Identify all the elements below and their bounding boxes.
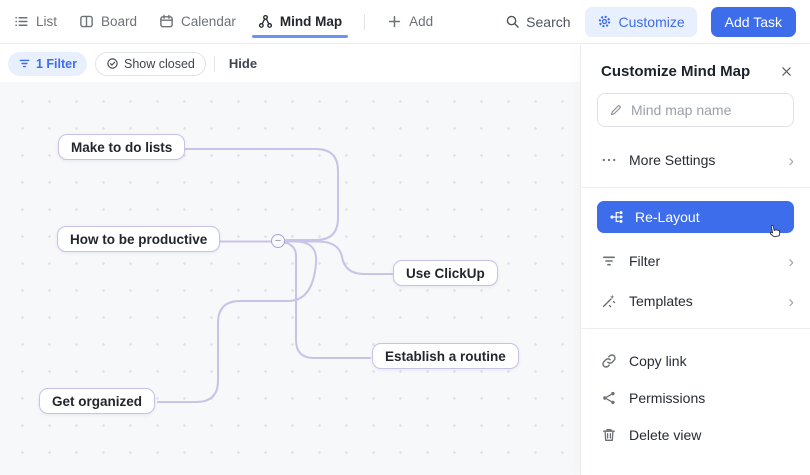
mindmap-node[interactable]: How to be productive [57,226,220,252]
filter-icon [601,253,617,269]
add-task-label: Add Task [725,14,782,30]
more-settings-item[interactable]: More Settings [581,140,810,180]
tab-label: Board [101,14,137,29]
link-icon [601,353,617,369]
show-closed-label: Show closed [124,57,195,71]
more-settings-label: More Settings [629,152,715,168]
tab-list[interactable]: List [14,0,57,43]
share-icon [601,390,617,406]
filter-item-label: Filter [629,253,660,269]
search-label: Search [526,14,570,30]
mindmap-node[interactable]: Establish a routine [372,343,519,369]
close-icon [780,65,793,78]
cursor-pointer-hand [766,222,785,241]
tab-label: List [36,14,57,29]
mindmap-node[interactable]: Get organized [39,388,155,414]
filter-icon [18,57,31,70]
chevron-right-icon [788,152,794,169]
add-task-button[interactable]: Add Task [711,7,796,37]
plus-icon [387,14,402,29]
hide-button[interactable]: Hide [229,56,257,71]
relayout-button[interactable]: Re-Layout [597,201,794,233]
panel-title: Customize Mind Map [601,63,750,80]
filter-item[interactable]: Filter [581,241,810,281]
tab-mind-map[interactable]: Mind Map [258,0,342,43]
tab-label: Calendar [181,14,236,29]
board-icon [79,14,94,29]
tab-calendar[interactable]: Calendar [159,0,236,43]
search-button[interactable]: Search [505,14,570,30]
filter-chip-label: 1 Filter [36,57,77,71]
collapse-node-button[interactable]: − [271,234,285,248]
pencil-icon [609,103,623,117]
tabs-divider [364,14,365,30]
list-icon [14,14,29,29]
permissions-label: Permissions [629,390,705,406]
edge-use-clickup [285,242,392,275]
templates-item-label: Templates [629,293,693,309]
mind-map-name-input[interactable] [631,102,782,118]
filter-chip[interactable]: 1 Filter [8,52,87,76]
tab-label: Mind Map [280,14,342,29]
mindmap-node[interactable]: Make to do lists [58,134,185,160]
mind-map-icon [258,14,273,29]
view-tabs: List Board Calendar Mind Map Add [14,0,433,43]
check-circle-icon [106,57,119,70]
top-bar: List Board Calendar Mind Map Add [0,0,810,44]
content-area: 1 Filter Show closed Hide Make to do lis… [0,45,581,475]
filter-toolbar: 1 Filter Show closed Hide [0,45,581,82]
calendar-icon [159,14,174,29]
relayout-icon [609,209,625,225]
tab-board[interactable]: Board [79,0,137,43]
add-view-label: Add [409,14,433,29]
ellipsis-icon [601,152,617,168]
show-closed-chip[interactable]: Show closed [95,52,206,76]
customize-panel: Customize Mind Map More Settings Re-Layo… [580,45,810,475]
edge-get-organized [158,242,316,403]
mindmap-canvas[interactable]: Make to do lists How to be productive Us… [0,82,581,475]
relayout-label: Re-Layout [635,209,700,225]
copy-link-label: Copy link [629,353,687,369]
mind-map-name-field[interactable] [597,93,794,127]
copy-link-item[interactable]: Copy link [581,342,810,379]
panel-header: Customize Mind Map [581,45,810,93]
mindmap-node[interactable]: Use ClickUp [393,260,498,286]
delete-view-label: Delete view [629,427,701,443]
search-icon [505,14,520,29]
customize-label: Customize [619,14,685,30]
gear-icon [597,14,612,29]
customize-button[interactable]: Customize [585,7,697,37]
delete-view-item[interactable]: Delete view [581,416,810,453]
toolbar-divider [214,56,215,72]
panel-divider [581,187,810,188]
close-panel-button[interactable] [778,64,794,80]
permissions-item[interactable]: Permissions [581,379,810,416]
templates-item[interactable]: Templates [581,281,810,321]
trash-icon [601,427,617,443]
templates-icon [601,293,617,309]
topbar-actions: Search Customize Add Task [505,7,796,37]
panel-divider [581,328,810,329]
add-view-button[interactable]: Add [387,0,433,43]
chevron-right-icon [788,253,794,270]
chevron-right-icon [788,293,794,310]
